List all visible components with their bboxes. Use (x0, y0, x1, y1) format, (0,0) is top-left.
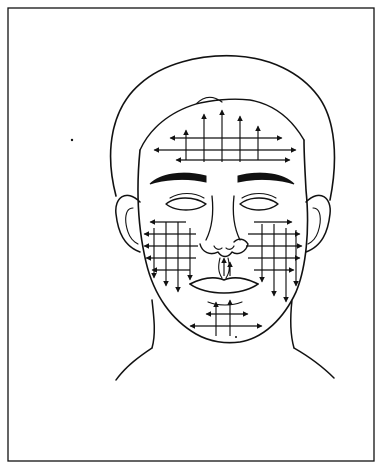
stray-dot (71, 139, 73, 141)
neck-right (291, 300, 294, 348)
forehead-arrows (154, 110, 296, 162)
right-ear-inner (308, 208, 320, 244)
neck-left (152, 300, 154, 348)
lower-lip (190, 284, 258, 293)
nostrils (214, 246, 234, 249)
chin-crease (208, 302, 242, 305)
left-eye (166, 198, 206, 210)
nose-right-line (233, 196, 240, 240)
shoulder-right (294, 348, 334, 378)
upper-lip (190, 278, 258, 284)
shoulder-left (116, 348, 152, 380)
right-eyebrow (238, 173, 294, 184)
left-eyebrow (150, 173, 206, 184)
nose-left-line (206, 196, 213, 240)
left-ear-inner (126, 208, 138, 244)
stray-dot (235, 336, 237, 338)
right-eye (240, 198, 278, 210)
right-cheek-arrows (246, 222, 302, 302)
nose-base (200, 239, 248, 256)
face-outline (138, 140, 308, 343)
left-eyelid-crease (170, 194, 204, 199)
